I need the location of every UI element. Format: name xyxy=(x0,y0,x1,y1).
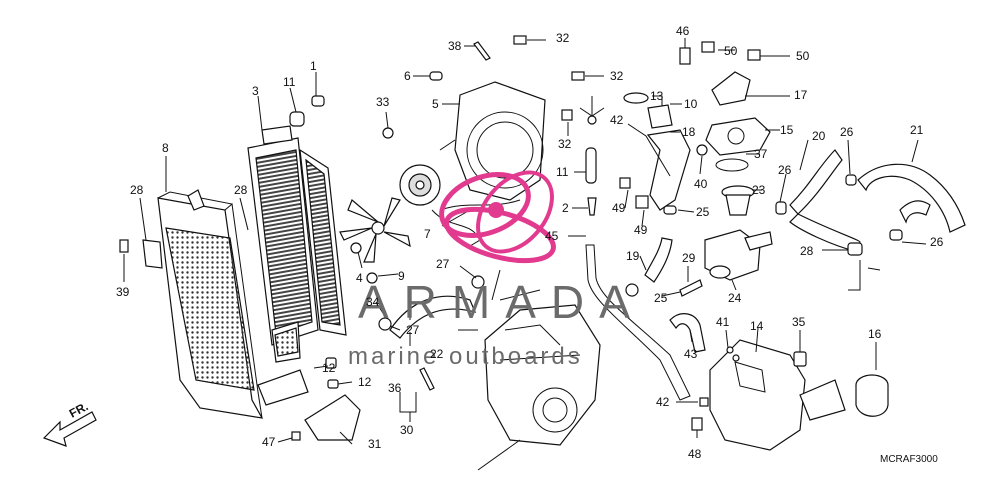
hose-19 xyxy=(644,237,673,283)
callout-label: 24 xyxy=(728,291,742,305)
thermostat-cover xyxy=(705,117,771,156)
callout-label: 19 xyxy=(626,249,640,263)
callout-label: 16 xyxy=(868,327,882,341)
callout-label: 9 xyxy=(398,269,405,283)
callout-label: 32 xyxy=(556,31,570,45)
callout-label: 39 xyxy=(116,285,130,299)
callout-label: 8 xyxy=(162,141,169,155)
hose-43 xyxy=(669,313,706,353)
callout-label: 25 xyxy=(654,291,668,305)
fan-motor xyxy=(399,164,481,247)
callout-label: 28 xyxy=(130,183,144,197)
callout-label: 28 xyxy=(800,244,814,258)
callout-label: 5 xyxy=(432,97,439,111)
callout-label: 37 xyxy=(754,147,768,161)
watermark-tagline: marine outboards xyxy=(348,343,583,370)
callout-numbers: 1 3 11 8 28 28 39 4 9 12 12 47 31 33 6 5… xyxy=(116,24,944,461)
thermostat xyxy=(721,185,755,216)
thermostat-housing xyxy=(704,229,773,281)
callout-label: 20 xyxy=(812,129,826,143)
radiator-grille xyxy=(142,189,264,419)
callout-label: 50 xyxy=(724,44,738,58)
callout-label: 41 xyxy=(716,315,730,329)
callout-label: 33 xyxy=(376,95,390,109)
callout-label: 1 xyxy=(310,59,317,73)
diagram-code: MCRAF3000 xyxy=(880,454,938,465)
callout-label: 26 xyxy=(778,163,792,177)
callout-label: 45 xyxy=(545,229,559,243)
callout-label: 34 xyxy=(366,295,380,309)
radiator-core xyxy=(247,125,347,406)
reserve-tank-cap xyxy=(855,374,889,417)
callout-label: 49 xyxy=(634,223,648,237)
callout-label: 22 xyxy=(430,347,444,361)
callout-label: 15 xyxy=(780,123,794,137)
o-ring-37 xyxy=(715,158,749,172)
callout-label: 36 xyxy=(388,381,402,395)
hose-22 xyxy=(389,295,477,339)
callout-label: 40 xyxy=(694,177,708,191)
callout-label: 12 xyxy=(358,375,372,389)
callout-label: 17 xyxy=(794,88,808,102)
callout-label: 27 xyxy=(436,257,450,271)
callout-label: 10 xyxy=(684,97,698,111)
callout-label: 29 xyxy=(682,251,696,265)
hose-21 xyxy=(857,163,966,233)
callout-label: 25 xyxy=(696,205,710,219)
callout-label: 32 xyxy=(610,69,624,83)
front-direction-arrow: FR. xyxy=(42,399,97,447)
callout-label: 11 xyxy=(283,75,296,89)
reserve-tank xyxy=(709,339,846,451)
callout-label: 50 xyxy=(796,49,810,63)
callout-label: 42 xyxy=(610,113,624,127)
callout-label: 23 xyxy=(752,183,766,197)
callout-label: 28 xyxy=(234,183,248,197)
callout-label: 6 xyxy=(404,69,411,83)
callout-label: 38 xyxy=(448,39,462,53)
callout-label: 4 xyxy=(356,271,363,285)
callout-label: 31 xyxy=(368,437,382,451)
pipe-45 xyxy=(585,244,691,401)
callout-label: 2 xyxy=(562,201,569,215)
water-pipe-18 xyxy=(646,129,691,211)
callout-label: 21 xyxy=(910,123,924,137)
callout-label: 35 xyxy=(792,315,806,329)
callout-label: 47 xyxy=(262,435,276,449)
callout-label: 7 xyxy=(424,227,431,241)
hose-20 xyxy=(789,149,861,253)
callout-label: 48 xyxy=(688,447,702,461)
callout-label: 13 xyxy=(650,89,664,103)
callout-label: 26 xyxy=(930,235,944,249)
callout-label: 3 xyxy=(252,84,259,98)
callout-label: 26 xyxy=(840,125,854,139)
bracket-17 xyxy=(711,71,751,106)
callout-label: 49 xyxy=(612,201,626,215)
callout-label: 18 xyxy=(682,125,696,139)
small-fasteners xyxy=(119,35,903,441)
callout-label: 27 xyxy=(406,323,420,337)
callout-label: 14 xyxy=(750,319,764,333)
cooling-fan xyxy=(339,197,411,263)
filler-cap-13 xyxy=(623,92,673,129)
callout-label: 43 xyxy=(684,347,698,361)
callout-label: 46 xyxy=(676,24,690,38)
engine-block xyxy=(477,304,601,471)
watermark-logo xyxy=(439,170,556,264)
callout-label: 11 xyxy=(556,165,569,179)
callout-label: 12 xyxy=(322,361,336,375)
callout-label: 42 xyxy=(656,395,670,409)
watermark-brand: ARMADA xyxy=(358,276,645,328)
callout-label: 32 xyxy=(558,137,572,151)
callout-label: 30 xyxy=(400,423,414,437)
